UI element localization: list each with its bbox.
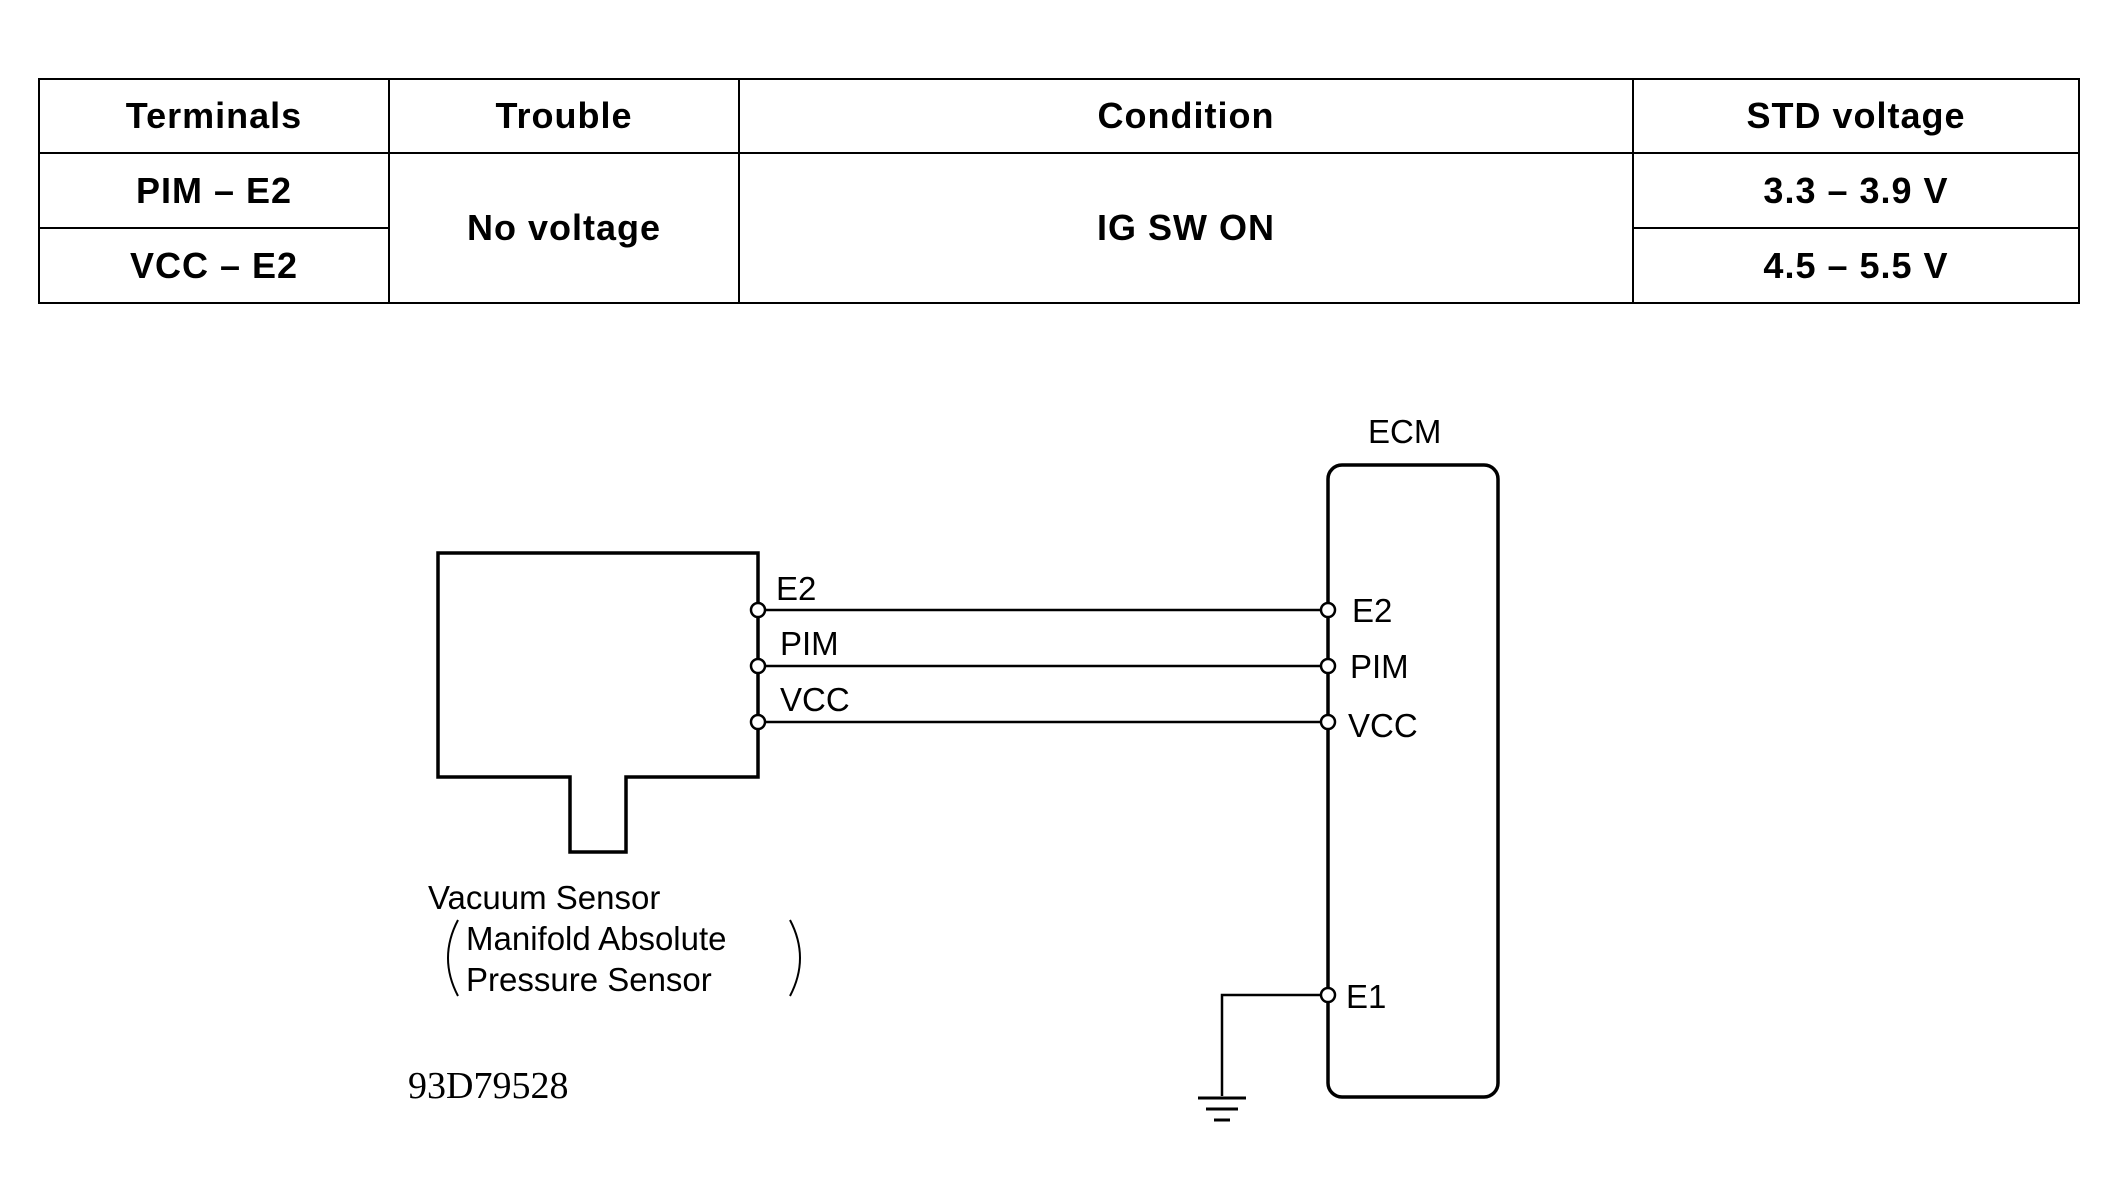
sensor-subname-line2: Pressure Sensor [466,961,712,998]
header-terminals: Terminals [38,78,390,154]
sensor-pin-label-e2: E2 [776,570,816,607]
header-condition: Condition [738,78,1634,154]
sensor-terminal-pim [749,657,767,675]
spec-table: Terminals Trouble Condition STD voltage … [38,78,2080,304]
ecm-terminal-e2 [1319,601,1337,619]
wire-e1-ground [1220,993,1328,1096]
sensor-subname-line1: Manifold Absolute [466,920,727,957]
table-row: VCC – E2 4.5 – 5.5 V [38,227,2080,304]
std-voltage-cell: 3.3 – 3.9 V [1632,152,2080,229]
std-voltage-cell: 4.5 – 5.5 V [1632,227,2080,304]
ecm-pin-label-e1: E1 [1346,978,1386,1015]
sensor-name: Vacuum Sensor [428,879,660,916]
header-trouble: Trouble [388,78,740,154]
ecm-pin-label-e2: E2 [1352,592,1392,629]
ground-icon [1198,1096,1246,1122]
right-bracket [789,919,801,997]
figure-id: 93D79528 [408,1065,568,1107]
sensor-pin-label-pim: PIM [780,625,839,662]
sensor-terminal-e2 [749,601,767,619]
ecm-box [1326,463,1500,1099]
trouble-cell: No voltage [388,152,740,304]
terminals-cell: VCC – E2 [38,227,390,304]
ecm-title: ECM [1368,413,1441,450]
sensor-terminal-vcc [749,713,767,731]
header-std-voltage: STD voltage [1632,78,2080,154]
condition-cell: IG SW ON [738,152,1634,304]
ecm-terminal-e1 [1319,986,1337,1004]
sensor-pin-label-vcc: VCC [780,681,850,718]
ecm-pin-label-pim: PIM [1350,648,1409,685]
table-header-row: Terminals Trouble Condition STD voltage [38,78,2080,154]
ecm-terminal-vcc [1319,713,1337,731]
sensor-body [436,551,760,854]
ecm-terminal-pim [1319,657,1337,675]
terminals-cell: PIM – E2 [38,152,390,229]
left-bracket [447,919,459,997]
ecm-pin-label-vcc: VCC [1348,707,1418,744]
table-row: PIM – E2 No voltage IG SW ON 3.3 – 3.9 V [38,152,2080,304]
